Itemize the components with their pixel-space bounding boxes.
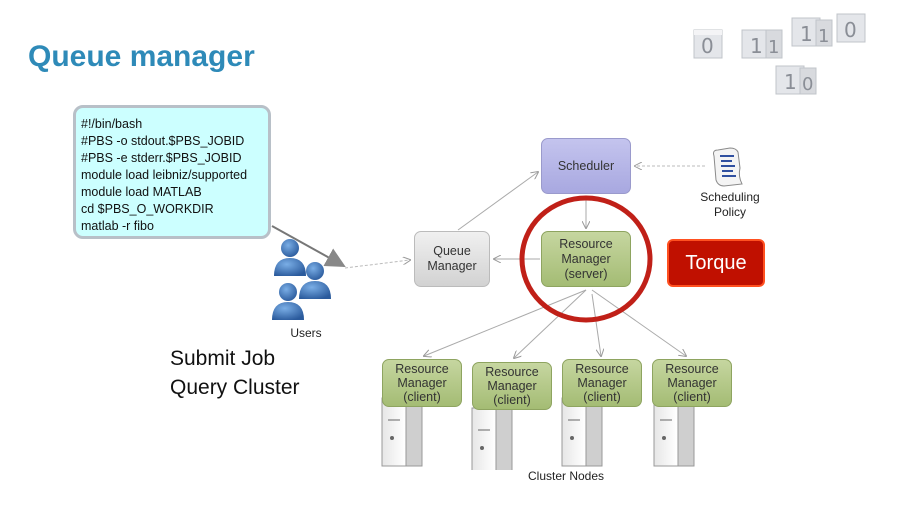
- rm-to-client-4-line: [591, 289, 686, 356]
- rm-client-line-1: Resource: [575, 362, 629, 376]
- rm-client-line-3: (client): [583, 390, 621, 404]
- policy-line-2: Policy: [713, 205, 746, 219]
- scheduler-node: Scheduler: [541, 138, 631, 194]
- server-icon: [561, 397, 603, 467]
- policy-line-1: Scheduling: [700, 190, 760, 204]
- rm-client-line-2: Manager: [397, 376, 447, 390]
- script-line: cd $PBS_O_WORKDIR: [81, 202, 214, 216]
- script-line: matlab -r fibo: [81, 219, 154, 233]
- rm-to-client-1-line: [424, 289, 587, 356]
- rm-client-line-2: Manager: [667, 376, 717, 390]
- server-icon: [381, 397, 423, 467]
- scheduler-label: Scheduler: [557, 158, 615, 173]
- rm-to-client-2-line: [514, 289, 587, 358]
- queue-manager-node: Queue Manager: [414, 231, 490, 287]
- rm-server-line-1: Resource: [559, 236, 613, 251]
- bit-4: 1: [784, 70, 797, 94]
- bit-5: 1: [768, 37, 779, 58]
- rm-client-line-3: (client): [673, 390, 711, 404]
- bit-0: 0: [701, 34, 714, 58]
- page-title: Queue manager: [28, 40, 255, 73]
- binary-cubes-icon: 0 1 1 0 1 1 1 0: [693, 13, 866, 95]
- rm-client-line-2: Manager: [487, 379, 537, 393]
- resource-manager-client-node: Resource Manager (client): [472, 362, 552, 410]
- scheduling-policy-label: Scheduling Policy: [690, 190, 770, 220]
- rm-to-client-3-line: [591, 293, 601, 356]
- rm-client-line-1: Resource: [485, 365, 539, 379]
- torque-badge: Torque: [667, 239, 765, 287]
- users-label: Users: [290, 326, 322, 340]
- resource-manager-server-node: Resource Manager (server): [541, 231, 631, 287]
- users-to-queue-line: [344, 260, 410, 269]
- script-line: #!/bin/bash: [81, 117, 143, 131]
- script-line: #PBS -e stderr.$PBS_JOBID: [81, 151, 242, 165]
- job-script-box: #!/bin/bash #PBS -o stdout.$PBS_JOBID #P…: [73, 105, 271, 239]
- rm-client-line-3: (client): [403, 390, 441, 404]
- queue-to-scheduler-line: [457, 172, 538, 231]
- cluster-servers: [381, 397, 695, 470]
- server-icon: [653, 397, 695, 467]
- highlight-ring: [519, 195, 653, 323]
- cluster-nodes-label: Cluster Nodes: [527, 469, 605, 483]
- resource-manager-client-node: Resource Manager (client): [562, 359, 642, 407]
- query-cluster-label: Query Cluster: [170, 376, 300, 399]
- submit-job-label: Submit Job: [170, 347, 276, 370]
- rm-client-line-3: (client): [493, 393, 531, 407]
- bit-3: 0: [844, 18, 857, 42]
- submit-text: Submit Job Query Cluster: [170, 344, 300, 402]
- queue-manager-line-1: Queue: [433, 244, 471, 258]
- rm-server-line-2: Manager: [561, 251, 611, 266]
- script-line: module load MATLAB: [81, 185, 202, 199]
- resource-manager-client-node: Resource Manager (client): [382, 359, 462, 407]
- rm-server-line-3: (server): [564, 266, 608, 281]
- bit-7: 0: [802, 74, 813, 95]
- scroll-icon: [713, 147, 743, 187]
- callout-line: [271, 225, 346, 267]
- rm-client-line-1: Resource: [665, 362, 719, 376]
- rm-client-line-2: Manager: [577, 376, 627, 390]
- server-icon: [471, 407, 513, 470]
- bit-1: 1: [750, 34, 763, 58]
- script-line: module load leibniz/supported: [81, 168, 248, 182]
- rm-client-line-1: Resource: [395, 362, 449, 376]
- bit-2: 1: [800, 22, 813, 46]
- script-line: #PBS -o stdout.$PBS_JOBID: [81, 134, 245, 148]
- bit-6: 1: [818, 26, 829, 47]
- resource-manager-client-node: Resource Manager (client): [652, 359, 732, 407]
- queue-manager-line-2: Manager: [427, 259, 477, 273]
- users-icon: [272, 239, 331, 320]
